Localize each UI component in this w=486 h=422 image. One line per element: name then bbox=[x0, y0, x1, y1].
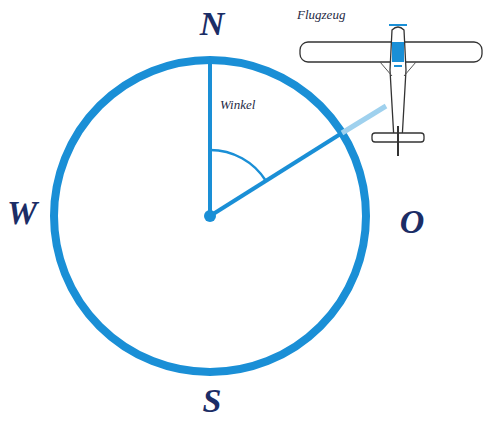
bearing-line bbox=[210, 133, 342, 216]
compass-circle bbox=[54, 60, 366, 372]
angle-label: Winkel bbox=[220, 98, 255, 111]
north-line bbox=[208, 60, 212, 216]
direction-letter: N bbox=[200, 7, 225, 41]
direction-letter: O bbox=[400, 205, 425, 239]
airplane-label: Flugzeug bbox=[297, 8, 345, 21]
centre-dot bbox=[204, 210, 216, 222]
sight-line bbox=[342, 106, 386, 133]
angle-arc bbox=[210, 150, 266, 181]
direction-letter: S bbox=[203, 384, 222, 418]
direction-letter: W bbox=[7, 196, 37, 230]
airplane-drawing bbox=[300, 25, 482, 156]
